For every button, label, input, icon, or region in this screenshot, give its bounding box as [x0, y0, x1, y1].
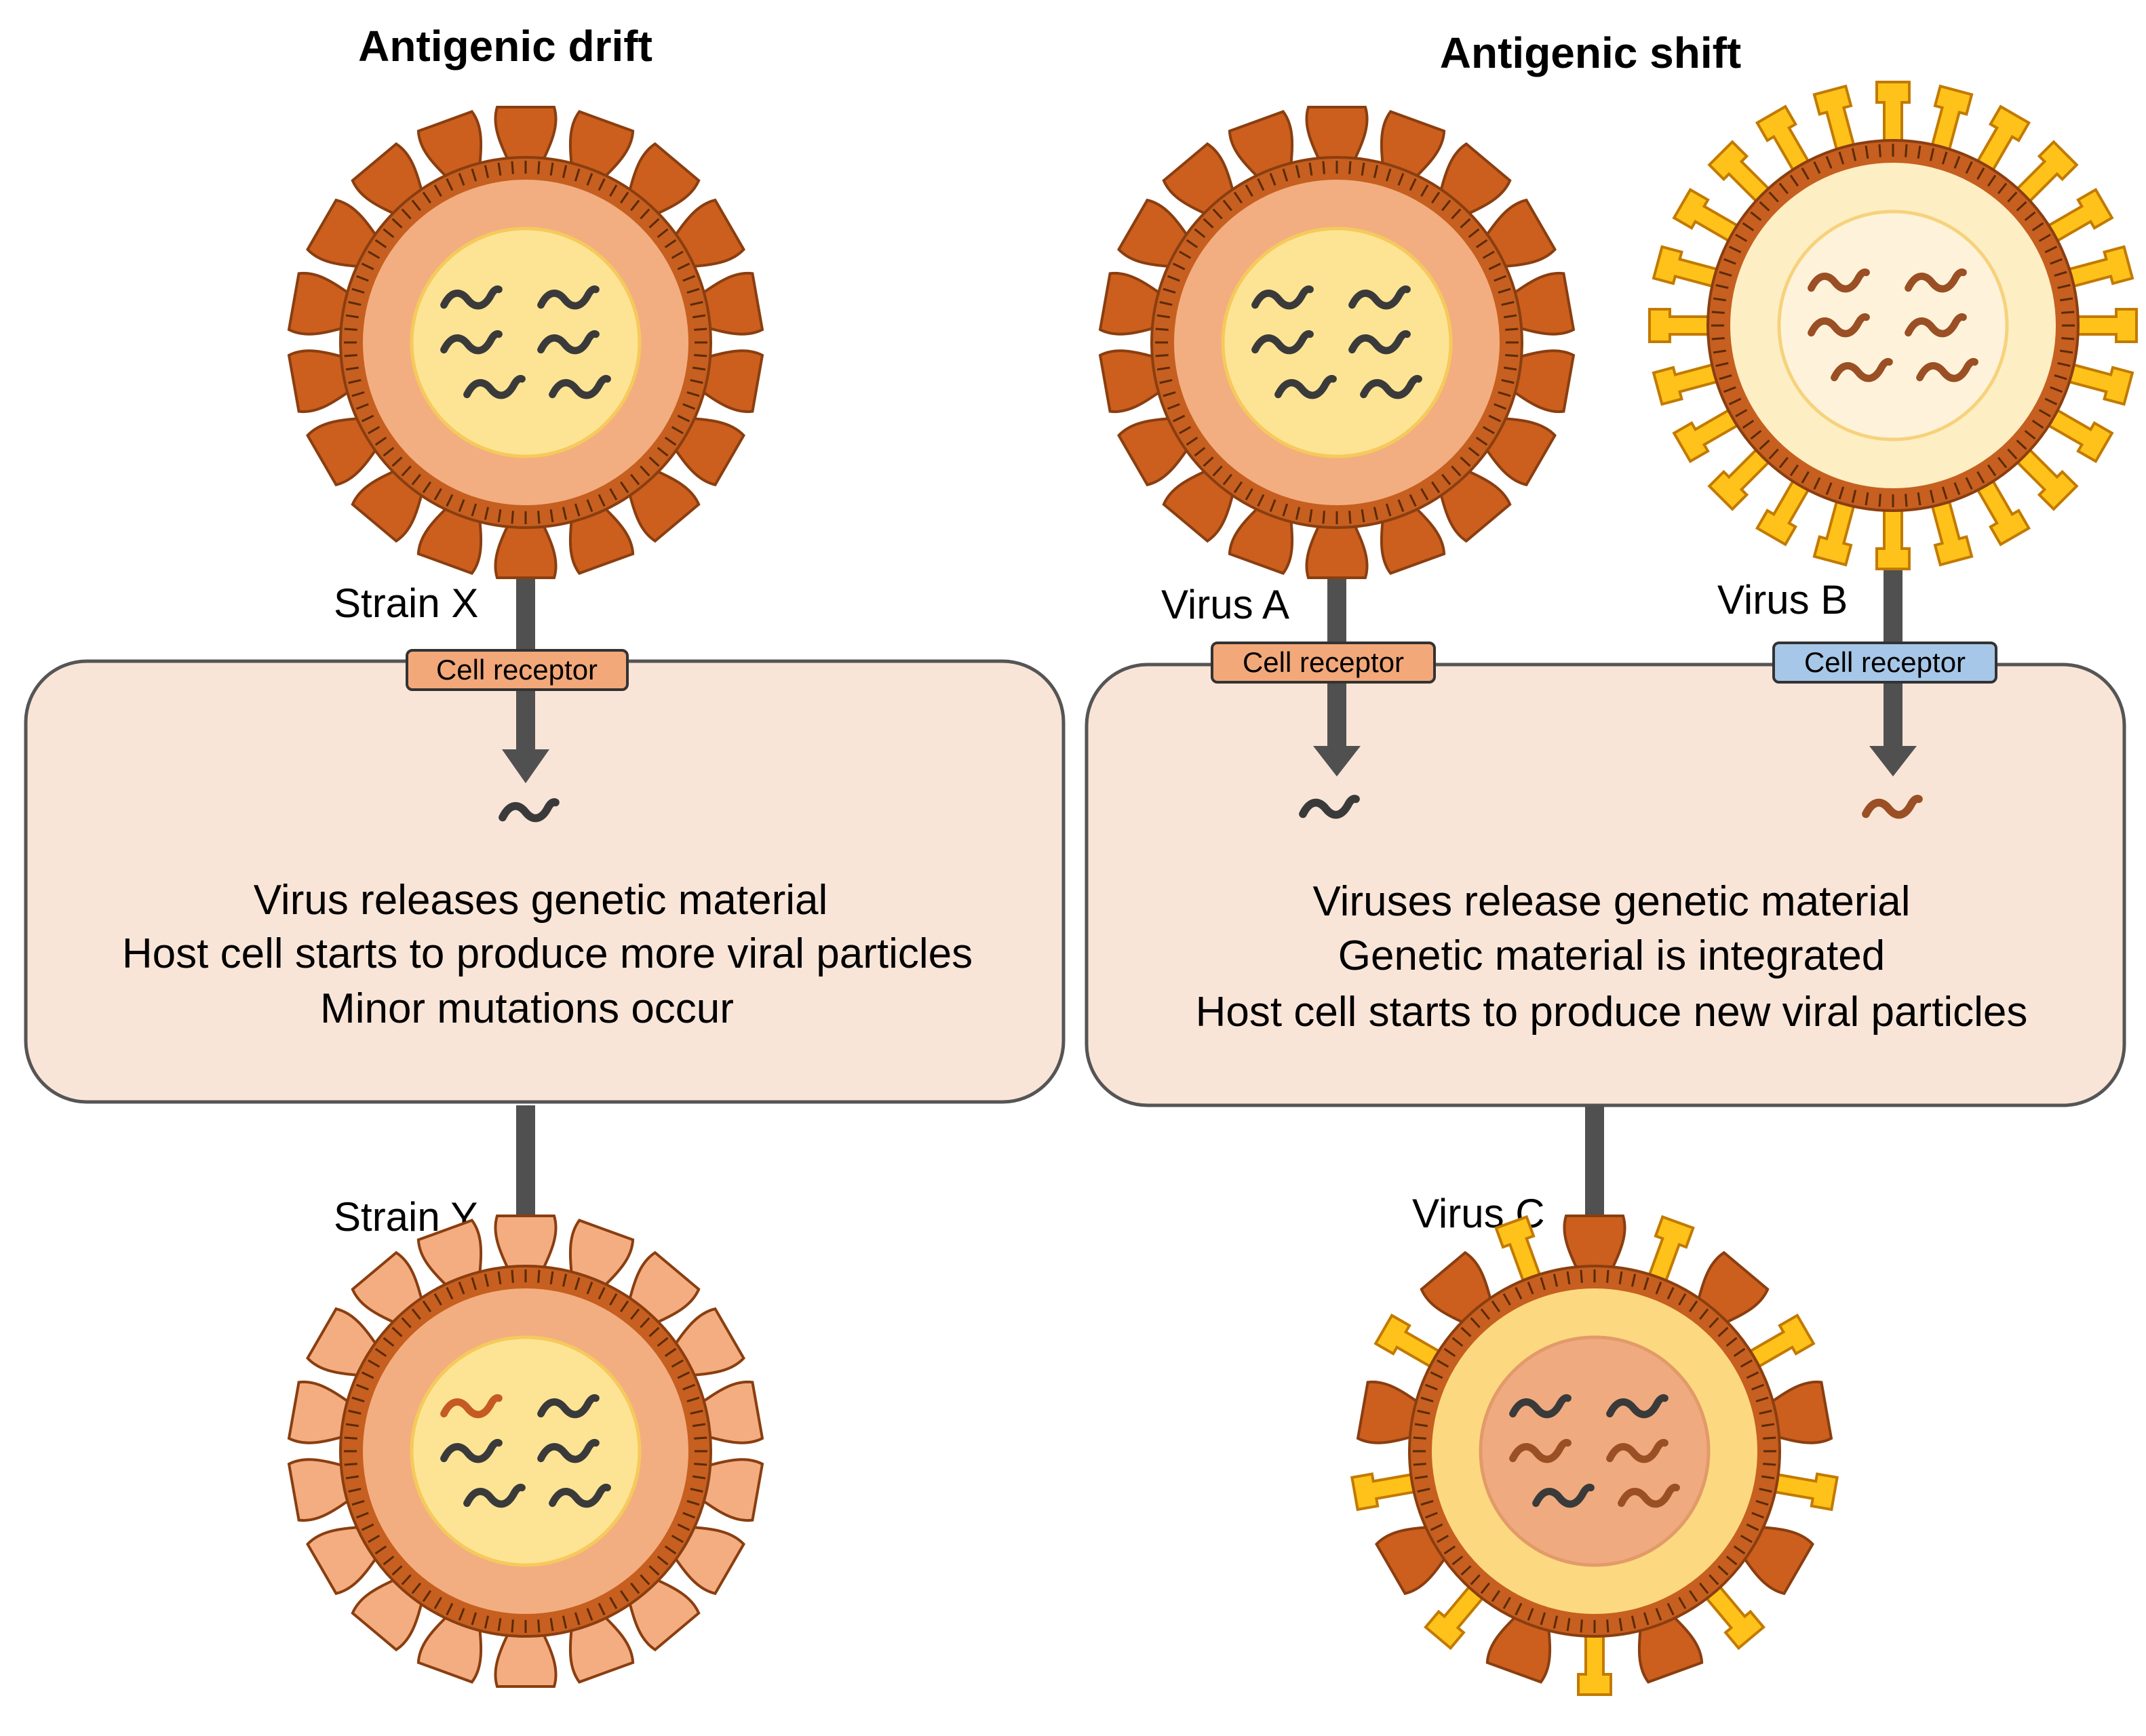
virus-b-label: Virus B — [1717, 577, 1848, 623]
spike-tulip — [494, 522, 558, 579]
strain-x-label: Strain X — [334, 580, 478, 626]
virus-b-icon — [1648, 81, 2138, 570]
virus-c-icon — [1350, 1215, 1839, 1696]
drift-cell-line-3: Minor mutations occur — [320, 985, 734, 1032]
shift-a-receptor-label: Cell receptor — [1243, 646, 1404, 678]
drift-cell-receptor: Cell receptor — [406, 649, 629, 691]
drift-receptor-label: Cell receptor — [436, 654, 598, 686]
spike-rod — [2073, 308, 2138, 343]
shift-cell-line-2: Genetic material is integrated — [1338, 932, 1885, 979]
spike-rod — [1875, 505, 1911, 570]
virus-strain-x-icon — [287, 106, 764, 579]
shift-host-cell — [1085, 663, 2126, 1107]
spike-tulip — [494, 106, 558, 163]
spike-tulip — [1563, 1215, 1626, 1271]
spike-tulip — [1305, 106, 1369, 163]
spike-rod — [1768, 1465, 1839, 1512]
drift-cell-line-1: Virus releases genetic material — [254, 877, 828, 924]
spike-rod — [1577, 1631, 1612, 1696]
shift-b-cell-receptor: Cell receptor — [1772, 642, 1997, 684]
shift-cell-line-3: Host cell starts to produce new viral pa… — [1196, 989, 2028, 1035]
shift-cell-text: Viruses release genetic material Genetic… — [1196, 878, 2028, 1035]
drift-title: Antigenic drift — [358, 22, 652, 71]
virus-a-label: Virus A — [1161, 582, 1289, 627]
virus-a-icon — [1098, 106, 1576, 579]
shift-title: Antigenic shift — [1440, 28, 1741, 77]
drift-cell-text: Virus releases genetic material Host cel… — [122, 877, 973, 1032]
spike-rod — [1875, 81, 1911, 146]
spike-tulip — [1305, 522, 1369, 579]
shift-b-receptor-label: Cell receptor — [1804, 646, 1966, 678]
drift-cell-line-2: Host cell starts to produce more viral p… — [122, 930, 973, 977]
virus-strain-y-icon — [287, 1215, 764, 1688]
spike-rod — [1648, 308, 1713, 343]
spike-tulip — [494, 1215, 558, 1271]
spike-rod — [1350, 1465, 1421, 1512]
shift-a-cell-receptor: Cell receptor — [1211, 642, 1436, 684]
shift-cell-line-1: Viruses release genetic material — [1312, 878, 1910, 925]
spike-tulip — [494, 1631, 558, 1688]
